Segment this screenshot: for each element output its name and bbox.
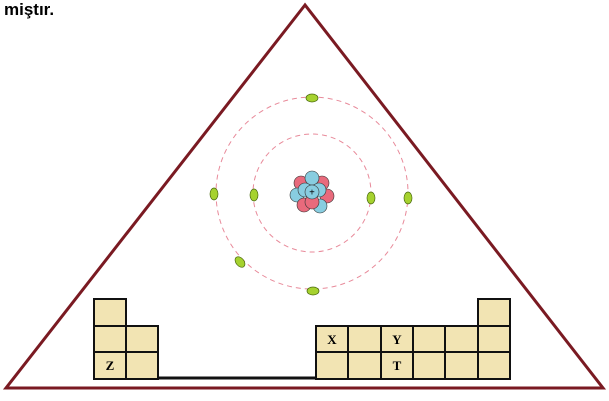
cell-period3-group2: [126, 352, 158, 379]
element-t-label: T: [393, 358, 402, 373]
cell-period2-group1: [94, 326, 126, 352]
cell-period1-group1: [94, 299, 126, 326]
cell-period3-group14: [348, 352, 381, 379]
cell-period2-group17: [445, 326, 478, 352]
cell-period2-group18: [478, 326, 510, 352]
electron-outer-right: [404, 192, 412, 204]
caption-text: miştır.: [4, 0, 54, 20]
electron-inner-left: [250, 189, 258, 201]
cell-period2-group16: [413, 326, 445, 352]
cell-period1-group18: [478, 299, 510, 326]
electron-outer-left: [210, 188, 218, 200]
periodic-table: [94, 299, 510, 379]
electron-inner-right: [367, 192, 375, 204]
electron-outer-lower-left: [233, 255, 247, 269]
element-x-label: X: [327, 332, 337, 347]
electron-outer-bottom: [307, 287, 319, 295]
cell-period3-group17: [445, 352, 478, 379]
nucleus: +: [290, 171, 334, 213]
cell-period2-group14: [348, 326, 381, 352]
cell-period2-group2: [126, 326, 158, 352]
cell-period3-group13: [316, 352, 348, 379]
cell-period3-group16: [413, 352, 445, 379]
nucleus-plus-sign: +: [309, 188, 315, 199]
element-z-label: Z: [106, 358, 115, 373]
electron-outer-top: [306, 94, 318, 102]
cell-period3-group18: [478, 352, 510, 379]
element-y-label: Y: [392, 332, 402, 347]
